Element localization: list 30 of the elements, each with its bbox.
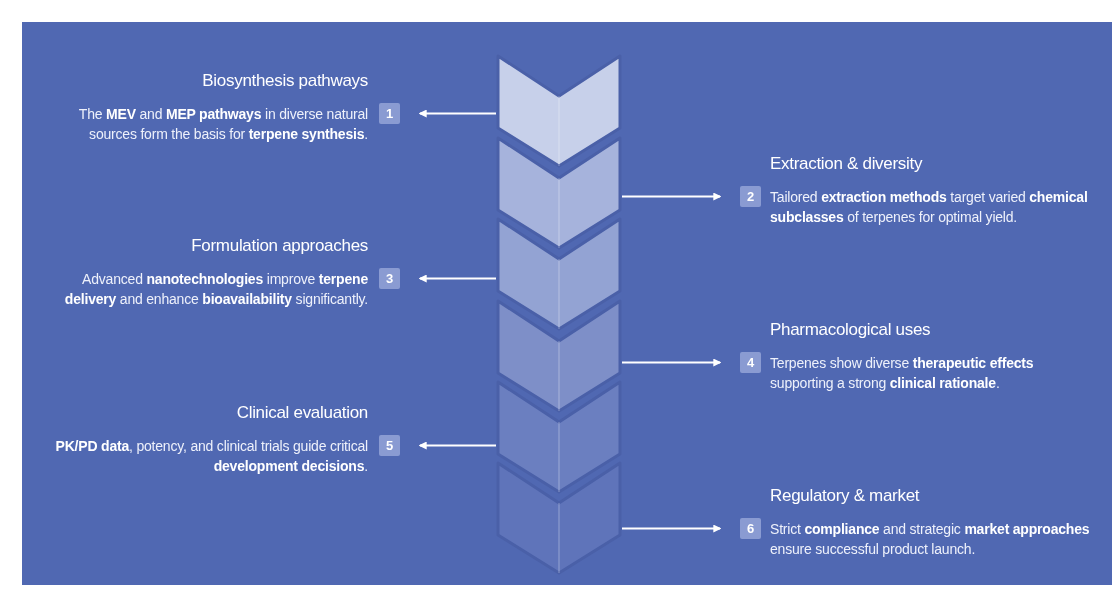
step-number-badge: 2: [740, 186, 761, 207]
chevron-shape: [498, 138, 620, 248]
step-description: Terpenes show diverse therapeutic effects supporting a strong clinical rationale.: [770, 354, 1035, 393]
step-number-badge: 6: [740, 518, 761, 539]
step-heading: Extraction & diversity: [770, 154, 924, 174]
leader-line: [418, 274, 497, 283]
leader-line: [418, 441, 497, 450]
step-number-badge: 1: [379, 103, 400, 124]
step-description: Strict compliance and strategic market approaches ensure successful product launch.: [770, 520, 1091, 559]
leader-line: [621, 192, 722, 201]
step-number-badge: 4: [740, 352, 761, 373]
step-heading: Biosynthesis pathways: [201, 71, 368, 91]
leader-line: [621, 358, 722, 367]
step-description: Tailored extraction methods target varied chemical subclasses of terpenes for optimal yield.: [770, 188, 1089, 227]
step-number-badge: 5: [379, 435, 400, 456]
chevron-shape: [498, 301, 620, 411]
leader-line: [418, 109, 497, 118]
step-heading: Clinical evaluation: [235, 403, 368, 423]
chevron-shape: [498, 382, 620, 492]
step-description: The MEV and MEP pathways in diverse natural sources form the basis for terpene synthesis.: [77, 105, 368, 144]
step-number-badge: 3: [379, 268, 400, 289]
chevron-shape: [498, 56, 620, 166]
chevron-shape: [498, 463, 620, 573]
step-description: Advanced nanotechnologies improve terpene delivery and enhance bioavailability significantly.: [63, 270, 368, 309]
step-heading: Pharmacological uses: [770, 320, 932, 340]
step-heading: Regulatory & market: [770, 486, 921, 506]
step-description: PK/PD data, potency, and clinical trials guide critical development decisions.: [54, 437, 368, 476]
leader-line: [621, 524, 722, 533]
step-heading: Formulation approaches: [190, 236, 368, 256]
chevron-shape: [498, 219, 620, 329]
